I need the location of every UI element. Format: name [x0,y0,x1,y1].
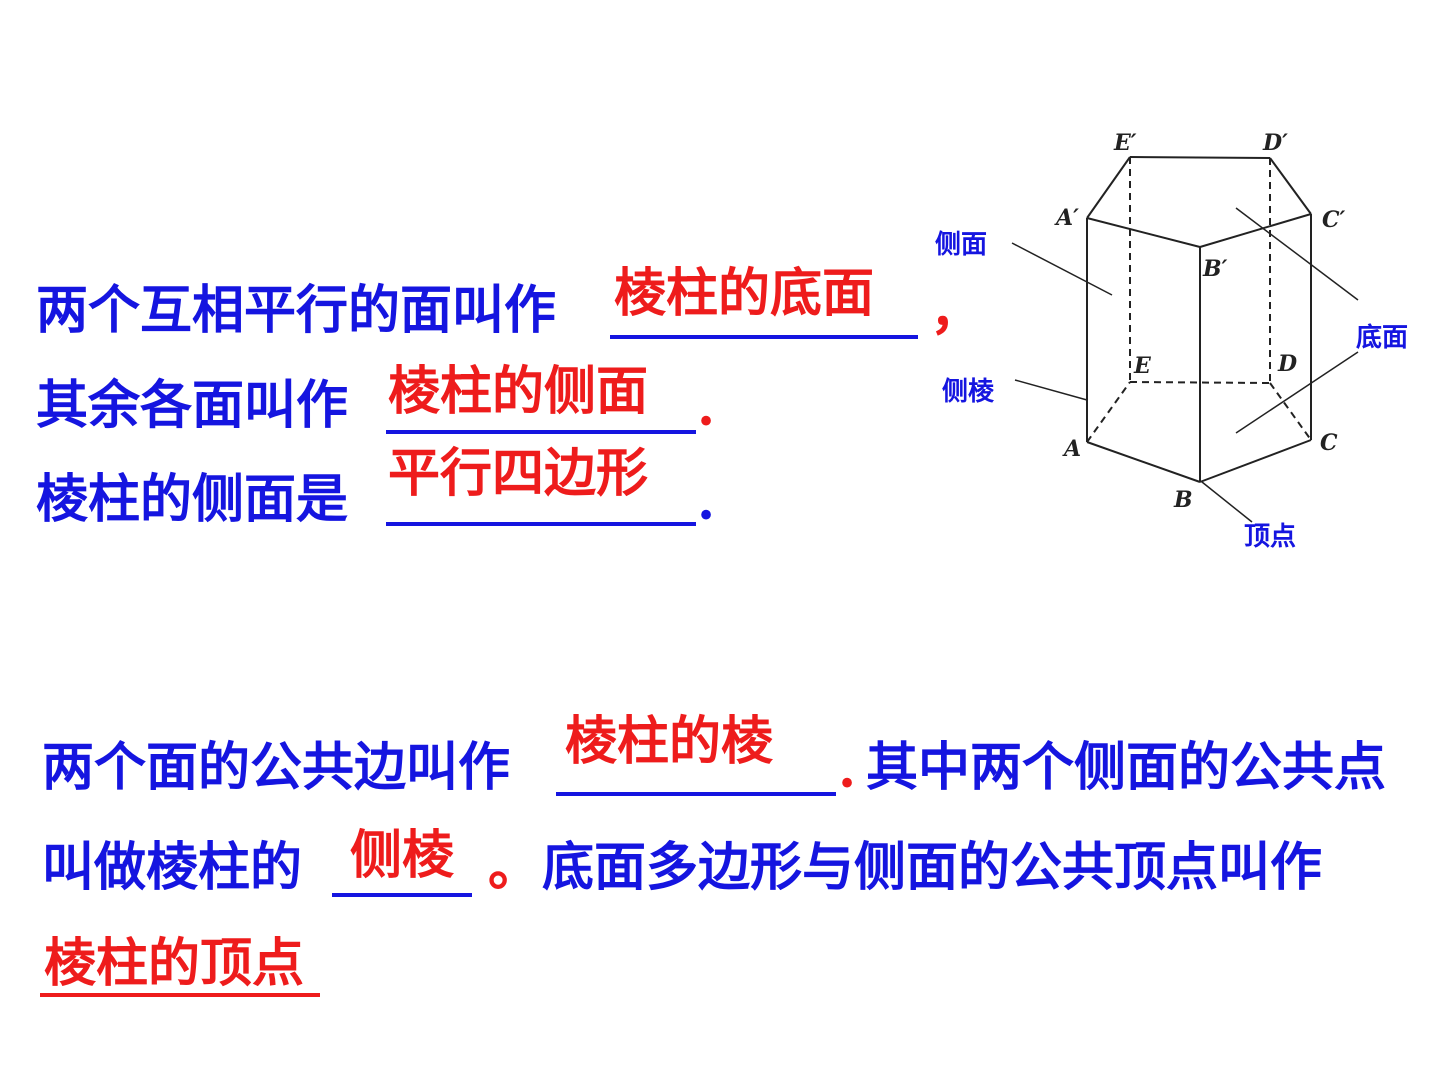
s2-line2-punct: 。 [488,837,541,898]
edge-Atop-Etop [1086,156,1131,219]
vertex-label-C: C [1320,430,1338,456]
edge-B-C [1199,439,1312,483]
s2-line3-underline [40,993,320,997]
s2-line2-after: 底面多边形与侧面的公共顶点叫作 [542,837,1323,898]
label-vertex: 顶点 [1244,521,1296,552]
s2-line2-answer: 侧棱 [350,825,455,886]
s2-line1-blank [556,792,836,796]
s1-line3-text: 棱柱的侧面是 [36,469,349,530]
leader-side-face [1011,242,1113,296]
edge-A-E [1086,381,1131,443]
edge-Btop-Atop [1086,217,1201,248]
leader-lateral-edge [1014,379,1088,401]
leader-base-top [1235,207,1359,301]
vertex-label-Btop: B′ [1202,256,1228,282]
s1-line1-blank [610,335,918,339]
leader-vertex [1201,481,1253,523]
vertex-label-Etop: E′ [1113,130,1137,156]
s2-line1-punct: . [838,739,857,800]
label-base-face: 底面 [1356,322,1408,353]
edge-Ctop-Btop [1199,213,1312,248]
s2-line1-text: 两个面的公共边叫作 [42,737,511,798]
edge-D-C [1269,382,1312,441]
vertex-label-D: D [1277,351,1297,377]
s1-line1-answer: 棱柱的底面 [614,263,875,324]
s1-line2-text: 其余各面叫作 [36,375,349,436]
edge-Etop-Dtop [1129,156,1271,159]
edge-Dtop-Ctop [1269,157,1312,215]
edge-A-B [1086,441,1201,483]
leader-base-bottom [1235,351,1359,434]
label-lateral-edge: 侧棱 [942,377,995,407]
vertex-label-Ctop: C′ [1322,207,1346,233]
s1-line3-punct: . [697,471,716,532]
s1-line1-text: 两个互相平行的面叫作 [36,280,557,341]
s1-line3-answer: 平行四边形 [388,443,649,504]
vertex-label-E: E [1133,353,1152,379]
label-side-face: 侧面 [935,230,987,260]
s2-line3-answer: 棱柱的顶点 [44,933,305,994]
vertex-label-A: A [1062,436,1081,462]
vertex-label-Dtop: D′ [1262,130,1288,156]
vertex-label-Atop: A′ [1054,205,1079,231]
s2-line1-answer: 棱柱的棱 [565,711,774,772]
s2-line2-text: 叫做棱柱的 [42,837,303,898]
s1-line2-punct: . [697,377,716,438]
s1-line2-answer: 棱柱的侧面 [388,361,649,422]
s2-line1-after: 其中两个侧面的公共点 [866,737,1387,798]
vertex-label-B: B [1173,487,1193,513]
s1-line2-blank [386,430,696,434]
s1-line1-punct: ， [930,281,983,342]
s2-line2-blank [332,893,472,897]
s1-line3-blank [386,522,696,526]
